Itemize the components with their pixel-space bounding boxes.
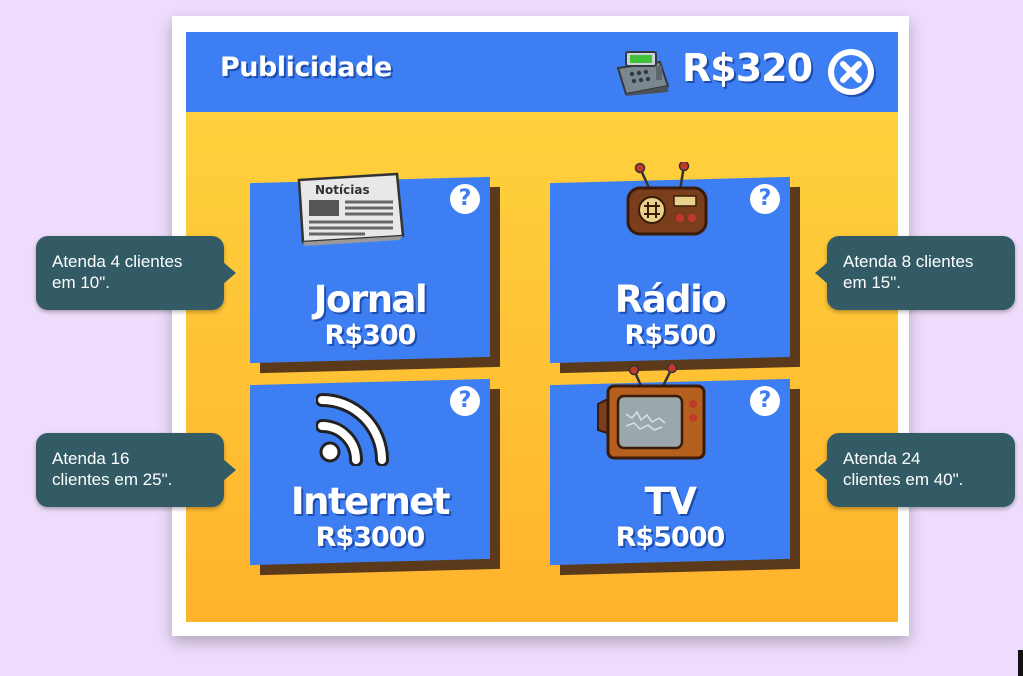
tooltip-internet: Atenda 16 clientes em 25". — [36, 433, 236, 507]
newspaper-masthead: Notícias — [315, 183, 370, 197]
tooltip-line: Atenda 8 clientes — [843, 252, 974, 271]
help-button[interactable]: ? — [750, 386, 780, 416]
card-price: R$3000 — [315, 522, 426, 553]
tv-icon — [597, 364, 706, 460]
close-button[interactable] — [828, 49, 874, 95]
tooltip-tv: Atenda 24 clientes em 40". — [815, 433, 1015, 507]
card-name: Rádio — [614, 278, 727, 321]
header-bar: Publicidade R$320 — [186, 32, 898, 112]
cash-register-icon — [616, 51, 670, 96]
radio-icon — [626, 162, 708, 236]
card-name: Internet — [290, 480, 451, 523]
tooltip-line: Atenda 16 — [52, 449, 130, 468]
help-button[interactable]: ? — [450, 184, 480, 214]
wifi-icon — [316, 393, 389, 466]
tooltip-line: clientes em 40". — [843, 470, 964, 489]
card-price: R$5000 — [615, 522, 726, 553]
card-price: R$300 — [324, 320, 417, 351]
money-balance: R$320 — [682, 46, 813, 90]
tooltip-line: Atenda 4 clientes — [52, 252, 183, 271]
help-button[interactable]: ? — [750, 184, 780, 214]
edge-marker — [1018, 650, 1023, 676]
tooltip-line: Atenda 24 — [843, 449, 921, 468]
card-name: Jornal — [313, 278, 428, 321]
tooltip-line: clientes em 25". — [52, 470, 173, 489]
tooltip-line: em 15". — [843, 273, 902, 292]
close-icon — [834, 55, 868, 89]
panel-title: Publicidade — [220, 52, 392, 83]
card-price: R$500 — [624, 320, 717, 351]
help-button[interactable]: ? — [450, 386, 480, 416]
card-name: TV — [644, 480, 697, 523]
newspaper-icon: Notícias — [297, 172, 405, 246]
tooltip-jornal: Atenda 4 clientes em 10". — [36, 236, 236, 310]
tooltip-line: em 10". — [52, 273, 111, 292]
tooltip-radio: Atenda 8 clientes em 15". — [815, 236, 1015, 310]
